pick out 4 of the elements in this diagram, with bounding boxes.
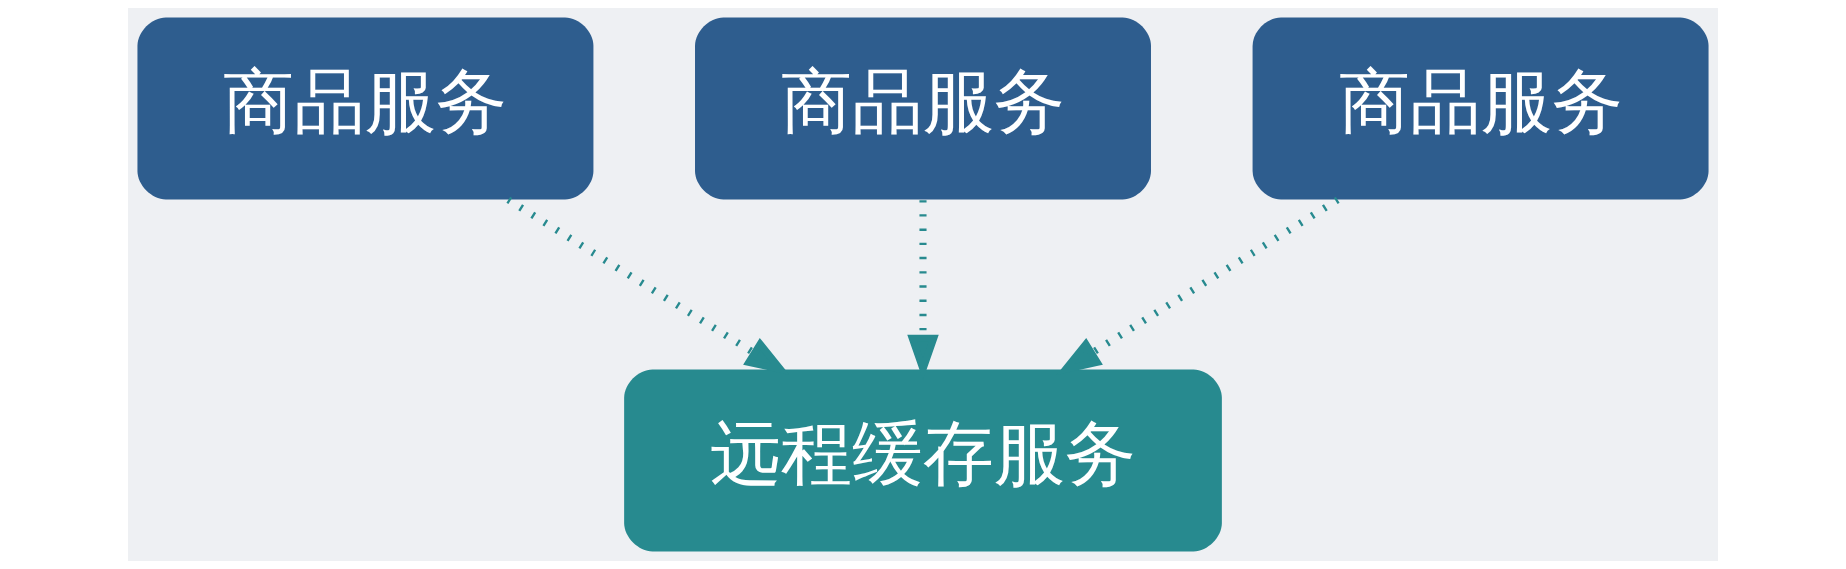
node-box: 商品服务 [1252, 17, 1709, 200]
node-box: 商品服务 [137, 17, 594, 200]
node-box: 商品服务 [695, 17, 1151, 200]
node-box: 远程缓存服务 [624, 369, 1222, 552]
